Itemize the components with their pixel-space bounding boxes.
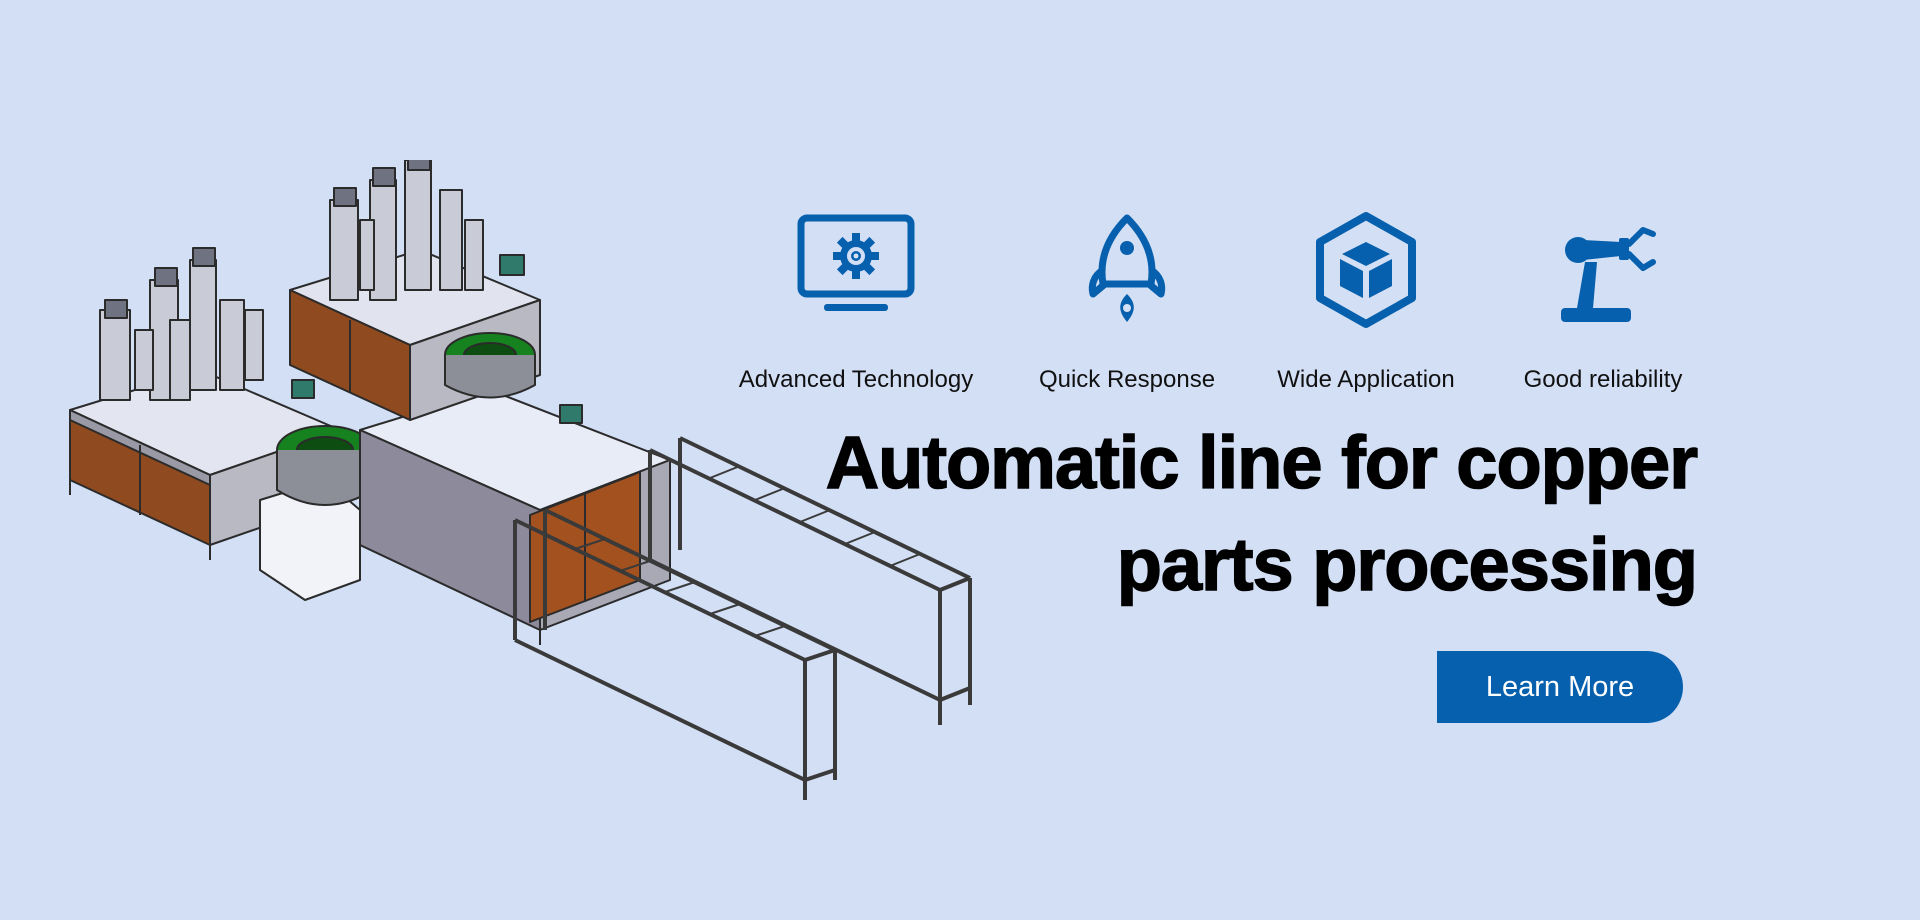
feature-wide-application: Wide Application (1231, 210, 1501, 394)
feature-label: Advanced Technology (738, 366, 974, 393)
feature-label: Wide Application (1277, 366, 1455, 393)
page-title-line-2: parts processing (1116, 522, 1699, 607)
feature-label: Quick Response (1038, 366, 1216, 393)
page-title-line-1: Automatic line for copper (825, 420, 1699, 505)
robot-arm-icon (1561, 227, 1656, 322)
rocket-icon (1088, 214, 1166, 322)
monitor-gear-icon (797, 214, 915, 311)
automatic-line-illustration (69, 160, 972, 800)
hexagon-cube-icon (1316, 212, 1416, 328)
page-title: Automatic line for copper parts processi… (697, 412, 1699, 616)
feature-label: Good reliability (1523, 366, 1683, 393)
feature-quick-response: Quick Response (992, 210, 1262, 394)
feature-advanced-technology: Advanced Technology (721, 210, 991, 394)
learn-more-button[interactable]: Learn More (1437, 651, 1683, 723)
feature-good-reliability: Good reliability (1468, 210, 1738, 394)
